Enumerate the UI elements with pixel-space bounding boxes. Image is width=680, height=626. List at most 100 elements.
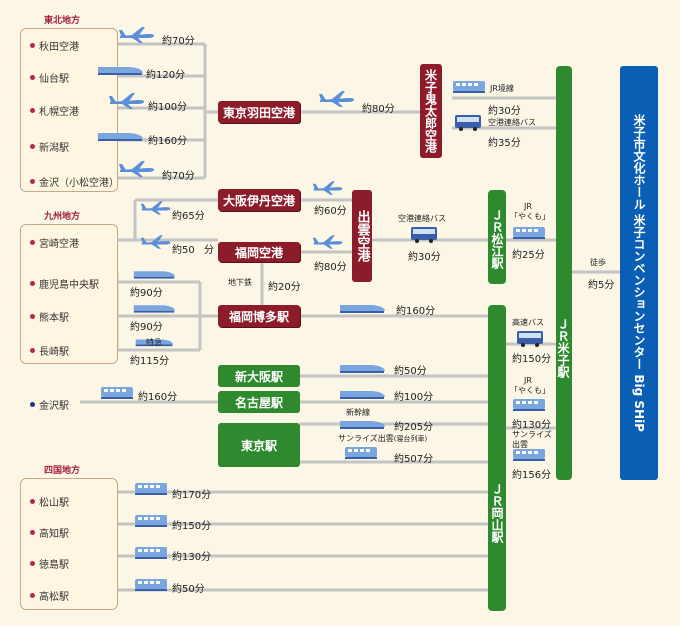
region-shikoku-box	[20, 478, 118, 610]
dot-icon	[30, 593, 35, 598]
origin-nagasaki: 長崎駅	[30, 343, 69, 358]
note-sunrise-full: サンライズ出雲(寝台列車)	[338, 434, 427, 444]
note-jr-2: JR	[524, 376, 532, 385]
region-tohoku-box	[20, 28, 118, 192]
time-takamatsu: 約50分	[172, 584, 205, 595]
origin-sapporo: 札幌空港	[30, 103, 79, 118]
time-highway-bus: 約150分	[512, 354, 552, 365]
origin-label: 松山駅	[39, 498, 69, 509]
origin-label: 金沢（小松空港）	[39, 178, 119, 189]
local-train-icon	[453, 81, 485, 93]
note-sunrise-name: サンライズ出雲	[338, 434, 394, 443]
note-sunrise-b: 出雲	[512, 440, 528, 449]
time-yakumo: 約130分	[512, 420, 552, 431]
hub-tokyo: 東京駅	[218, 423, 300, 467]
note-jr-1: JR	[524, 202, 532, 211]
origin-label: 金沢駅	[39, 401, 69, 412]
origin-sendai: 仙台駅	[30, 70, 69, 85]
dot-icon	[30, 75, 35, 80]
hub-nagoya: 名古屋駅	[218, 391, 300, 413]
plane-icon	[140, 201, 171, 215]
shinkansen-icon	[133, 305, 176, 313]
local-train-icon	[513, 227, 545, 239]
origin-label: 長崎駅	[39, 347, 69, 358]
origin-akita: 秋田空港	[30, 38, 79, 53]
time-fukuoka-izumo: 約80分	[314, 262, 347, 273]
hub-jr-okayama: ＪＲ岡山駅	[488, 305, 506, 611]
bus-icon	[411, 227, 437, 243]
note-highway-bus: 高速バス	[512, 318, 544, 327]
hub-shin-osaka: 新大阪駅	[218, 365, 300, 387]
time-kagoshima: 約90分	[130, 288, 163, 299]
time-walk: 約5分	[588, 280, 615, 291]
hub-haneda: 東京羽田空港	[218, 101, 300, 123]
time-kanazawa-rail: 約160分	[138, 392, 178, 403]
region-kyushu-label: 九州地方	[44, 212, 81, 222]
plane-icon	[312, 235, 343, 249]
note-walk: 徒歩	[590, 258, 606, 267]
time-sunrise-okayama: 約156分	[512, 470, 552, 481]
local-train-icon	[345, 447, 377, 459]
local-train-icon	[135, 579, 167, 591]
note-shinkansen: 新幹線	[346, 408, 370, 417]
destination-big-ship: 米子市文化ホール 米子コンベンションセンター Big SHiP	[620, 66, 658, 480]
time-tokyo-shinkansen: 約205分	[394, 422, 434, 433]
time-subway: 約20分	[268, 282, 301, 293]
plane-icon	[119, 27, 155, 43]
time-haneda-yonago: 約80分	[362, 104, 395, 115]
note-yakumo-2: 「やくも」	[510, 386, 550, 395]
origin-label: 熊本駅	[39, 313, 69, 324]
dot-icon	[30, 499, 35, 504]
origin-takamatsu: 高松駅	[30, 588, 69, 603]
local-train-icon	[135, 515, 167, 527]
region-tohoku-label: 東北地方	[44, 16, 81, 26]
local-train-icon	[513, 399, 545, 411]
dot-icon	[30, 108, 35, 113]
plane-icon	[109, 93, 145, 109]
note-yakumo-1: 「やくも」	[510, 212, 550, 221]
region-kyushu-box	[20, 224, 118, 364]
note-limited-express: 特急	[146, 338, 162, 347]
dot-icon	[30, 561, 35, 566]
note-subway: 地下鉄	[228, 278, 252, 287]
origin-kanazawa: 金沢駅	[30, 397, 69, 412]
time-miyazaki-fukuoka-b: 分	[204, 245, 214, 256]
dot-icon	[30, 402, 35, 407]
local-train-icon	[513, 449, 545, 461]
time-sapporo: 約100分	[148, 102, 188, 113]
origin-kumamoto: 熊本駅	[30, 309, 69, 324]
dot-icon	[30, 530, 35, 535]
dot-icon	[30, 179, 35, 184]
dot-icon	[30, 240, 35, 245]
origin-label: 高知駅	[39, 529, 69, 540]
local-train-icon	[101, 387, 133, 399]
note-airport-bus-yonago: 空港連絡バス	[488, 118, 536, 127]
dot-icon	[30, 144, 35, 149]
dot-icon	[30, 314, 35, 319]
hub-yonago-airport: 米子鬼太郎空港	[420, 64, 442, 158]
time-sunrise-izumo: 約507分	[394, 454, 434, 465]
dot-icon	[30, 348, 35, 353]
shinkansen-icon	[98, 133, 143, 141]
time-akita: 約70分	[162, 36, 195, 47]
note-sunrise-sleeper: (寝台列車)	[393, 435, 428, 443]
time-sendai: 約120分	[146, 70, 186, 81]
origin-label: 新潟駅	[39, 143, 69, 154]
hub-jr-yonago: ＪＲ米子駅	[556, 66, 572, 480]
shinkansen-icon	[98, 67, 143, 75]
origin-miyazaki: 宮崎空港	[30, 235, 79, 250]
origin-label: 高松駅	[39, 592, 69, 603]
shinkansen-icon	[340, 421, 385, 429]
origin-niigata: 新潟駅	[30, 139, 69, 154]
time-kanazawa-komatsu: 約70分	[162, 171, 195, 182]
time-itami-izumo: 約60分	[314, 206, 347, 217]
origin-label: 札幌空港	[39, 107, 79, 118]
bus-icon	[455, 115, 481, 131]
time-miyazaki: 約65分	[172, 211, 205, 222]
time-nagoya: 約100分	[394, 392, 434, 403]
hub-izumo-airport: 出雲空港	[352, 190, 372, 282]
origin-label: 宮崎空港	[39, 239, 79, 250]
local-train-icon	[135, 547, 167, 559]
time-nagasaki: 約115分	[130, 356, 170, 367]
